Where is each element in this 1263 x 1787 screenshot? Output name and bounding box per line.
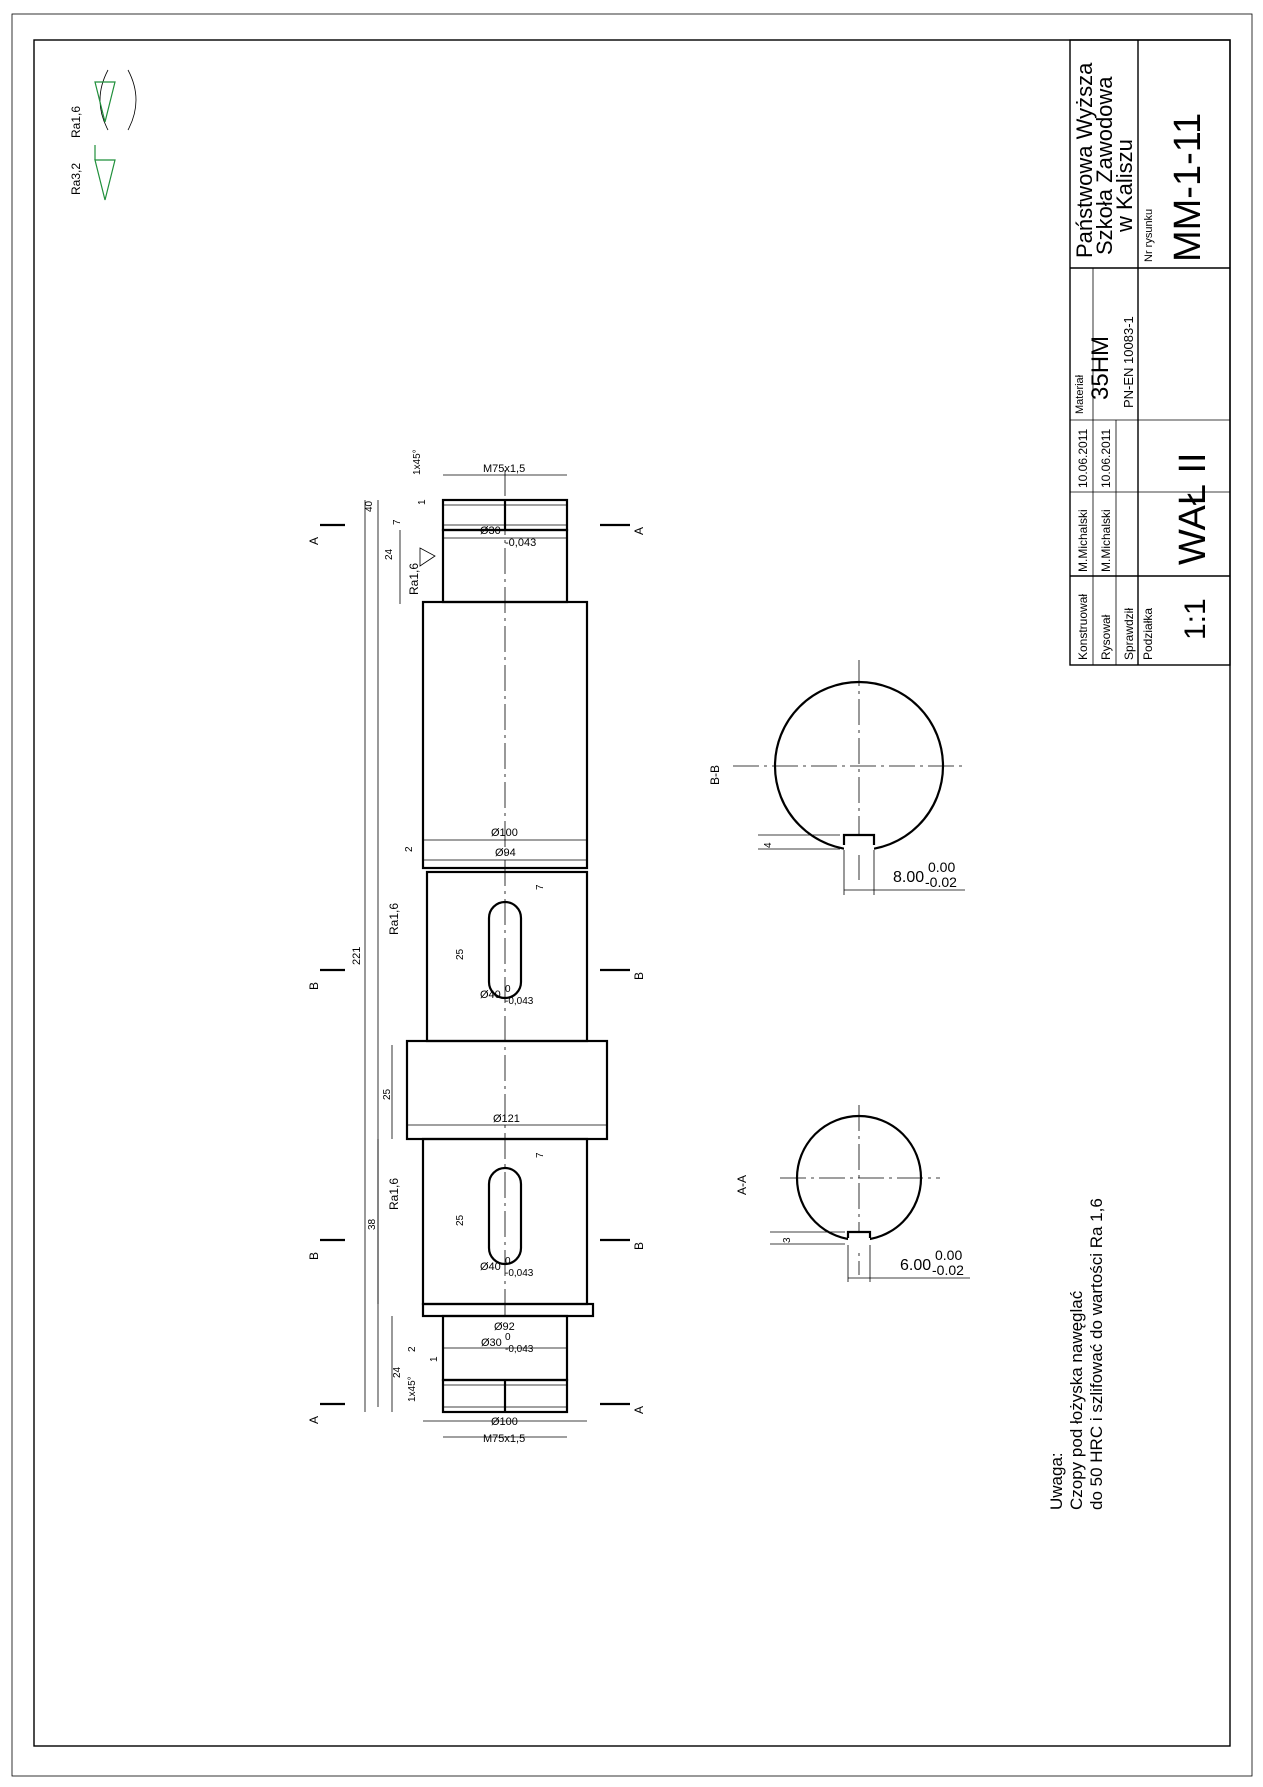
section-bb: B-B 4 8.00 0.00 -0.02 [708, 660, 966, 895]
len-7-key-top: 7 [535, 884, 546, 890]
section-b-bottom-right: B [632, 1242, 646, 1250]
key-bottom-tol-lower: -0,043 [505, 1268, 534, 1279]
material-label: Materiał [1074, 374, 1086, 414]
len-24-bottom: 24 [392, 1366, 403, 1378]
section-a-bottom-left: A [307, 1416, 321, 1424]
note-line-2: do 50 HRC i szlifować do wartości Ra 1,6 [1087, 1198, 1106, 1510]
len-25-collar: 25 [382, 1088, 393, 1100]
note-heading: Uwaga: [1047, 1452, 1066, 1510]
institution-line-2: Szkoła Zawodowa [1092, 76, 1117, 255]
diameter-94: Ø94 [495, 847, 516, 859]
institution-line-3: w Kaliszu [1112, 139, 1137, 233]
key-top-diameter: Ø40 [480, 989, 501, 1001]
len-7-top: 7 [392, 519, 403, 525]
technical-note: Uwaga: Czopy pod łożyska nawęglać do 50 … [1047, 1198, 1106, 1510]
section-aa-tol-upper: 0.00 [935, 1247, 962, 1263]
outer-border [11, 13, 1253, 1777]
section-a-bottom-right: A [632, 1406, 646, 1414]
len-40: 40 [364, 500, 375, 512]
len-2-top: 2 [404, 846, 415, 852]
journal-top-tolerance: -0,043 [505, 537, 536, 549]
diameter-121: Ø121 [493, 1113, 520, 1125]
len-2-bottom: 2 [407, 1346, 418, 1352]
rough-key-bottom: Ra1,6 [387, 1178, 401, 1210]
drawing-title: WAŁ II [1172, 452, 1214, 565]
section-aa-depth: 3 [782, 1237, 793, 1243]
general-roughness-symbols: Ra3,2 Ra1,6 [69, 69, 137, 201]
section-aa-label: A-A [735, 1175, 749, 1195]
section-bb-width: 8.00 [893, 869, 924, 886]
diameter-100-bottom: Ø100 [491, 1416, 518, 1428]
section-bb-tol-lower: -0.02 [925, 874, 957, 890]
key-bottom-tol-upper: 0 [505, 1256, 511, 1267]
key-top-tol-upper: 0 [505, 984, 511, 995]
thread-bottom: M75x1,5 [483, 1433, 525, 1445]
shaft-view [405, 470, 609, 1414]
journal-top-diameter: Ø30 [480, 525, 501, 537]
section-markers: A A B B B B A A [307, 523, 646, 1424]
section-a-top-right: A [632, 527, 646, 535]
section-b-top-right: B [632, 972, 646, 980]
date-designed: 10.06.2011 [1076, 429, 1090, 488]
len-1-top: 1 [417, 499, 428, 505]
role-drawn: Rysował [1099, 614, 1113, 660]
dimension-labels: M75x1,5 1x45° Ø30 -0,043 40 7 1 24 Ra1,6… [351, 449, 546, 1445]
journal-bottom-diameter: Ø30 [481, 1337, 502, 1349]
diameter-100: Ø100 [491, 827, 518, 839]
len-25-key-bottom: 25 [455, 1214, 466, 1226]
diameter-92: Ø92 [494, 1321, 515, 1333]
section-bb-tol-upper: 0.00 [928, 859, 955, 875]
section-bb-label: B-B [708, 765, 722, 785]
section-aa: A-A 3 6.00 0.00 -0.02 [735, 1105, 970, 1282]
institution-line-1: Państwowa Wyższa [1072, 62, 1097, 258]
section-a-top-left: A [307, 537, 321, 545]
section-aa-width: 6.00 [900, 1257, 931, 1274]
len-1-bottom: 1 [429, 1356, 440, 1362]
section-b-top-left: B [307, 982, 321, 990]
roughness-bracketed-label: Ra1,6 [69, 106, 83, 138]
rough-journal-top: Ra1,6 [407, 563, 421, 595]
key-top-tol-lower: -0,043 [505, 996, 534, 1007]
drawing-number: MM-1-11 [1167, 113, 1209, 262]
note-line-1: Czopy pod łożyska nawęglać [1067, 1290, 1086, 1510]
chamfer-top: 1x45° [412, 449, 423, 475]
chamfer-bottom: 1x45° [407, 1376, 418, 1402]
date-drawn: 10.06.2011 [1099, 429, 1113, 488]
thread-top: M75x1,5 [483, 463, 525, 475]
len-221: 221 [351, 947, 363, 965]
key-bottom-diameter: Ø40 [480, 1261, 501, 1273]
len-24-top: 24 [384, 548, 395, 560]
roughness-general-label: Ra3,2 [69, 163, 83, 195]
journal-bottom-tol-upper: 0 [505, 1332, 511, 1343]
dimension-lines [364, 474, 607, 1438]
section-bb-depth: 4 [763, 842, 774, 848]
drawing-number-label: Nr rysunku [1143, 209, 1155, 262]
section-aa-tol-lower: -0.02 [932, 1262, 964, 1278]
len-38: 38 [367, 1218, 378, 1230]
journal-bottom-tol-lower: -0,043 [505, 1344, 534, 1355]
len-25-key-top: 25 [455, 948, 466, 960]
scale-value: 1:1 [1179, 598, 1212, 640]
inner-frame [33, 39, 1231, 1747]
rough-key-top: Ra1,6 [387, 903, 401, 935]
name-designed: M.Michalski [1076, 509, 1090, 572]
len-7-key-bottom: 7 [535, 1152, 546, 1158]
material-grade: 35HM [1087, 336, 1114, 400]
title-block: Państwowa Wyższa Szkoła Zawodowa w Kalis… [1069, 39, 1231, 666]
role-designed: Konstruował [1076, 594, 1090, 660]
name-drawn: M.Michalski [1099, 509, 1113, 572]
section-b-bottom-left: B [307, 1252, 321, 1260]
material-standard: PN-EN 10083-1 [1121, 316, 1136, 408]
role-checked: Sprawdził [1122, 608, 1136, 660]
scale-label: Podziałka [1141, 608, 1155, 660]
